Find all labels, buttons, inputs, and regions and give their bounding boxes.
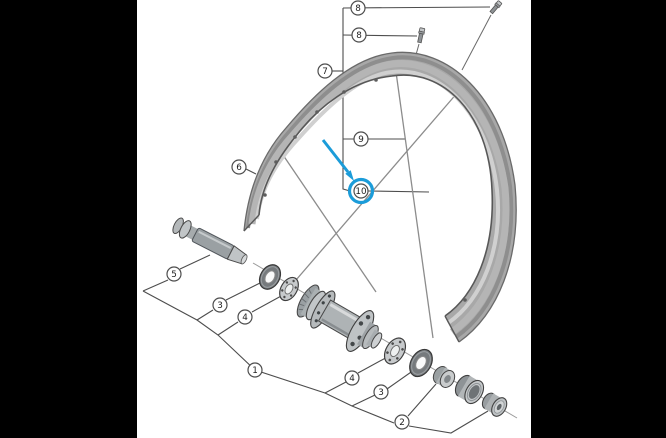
hub-shell	[296, 284, 383, 352]
rim-inner-edge	[258, 74, 494, 317]
rim-shade-outer	[246, 55, 514, 339]
callout-4-left: 4	[237, 309, 253, 325]
spoke-3	[280, 151, 377, 293]
cartridge-bearing-left	[279, 276, 299, 302]
highlight-ring	[347, 177, 375, 205]
rim-highlight	[255, 69, 500, 325]
bearing-cup	[454, 374, 485, 405]
leader-3-left	[196, 281, 263, 321]
bearing-balls	[281, 279, 297, 299]
spoke-nipple-b	[417, 27, 426, 44]
black-bar-right	[531, 0, 666, 438]
callout-2: 2	[394, 414, 410, 430]
callout-8b: 8	[351, 27, 367, 43]
spoke-1	[395, 71, 434, 339]
rim	[243, 51, 517, 343]
flange-left-holes	[314, 294, 332, 323]
end-cap	[481, 392, 508, 417]
callout-3-right: 3	[373, 384, 389, 400]
callout-8a-label: 8	[355, 4, 361, 14]
flange-right-holes	[350, 314, 371, 347]
leader-3-right	[351, 369, 415, 407]
rim-face	[248, 59, 510, 335]
black-bar-left	[0, 0, 137, 438]
callout-7: 7	[317, 63, 333, 79]
leader-5	[179, 254, 211, 270]
callout-3-right-label: 3	[378, 388, 384, 398]
callout-8a: 8	[350, 0, 366, 16]
front-axle	[172, 217, 248, 265]
callouts: 8 8 7 9 10 6 5 3	[166, 0, 410, 430]
callout-4-left-label: 4	[242, 313, 248, 323]
callout-10: 10	[353, 183, 369, 199]
leader-8a	[342, 6, 491, 9]
nipple-a-thread-line	[461, 14, 492, 71]
seal-washer-left	[258, 264, 282, 290]
rotor-mount-splines	[298, 288, 312, 311]
spoke-nipple-a	[489, 0, 503, 15]
rim-end-cuts	[243, 214, 460, 343]
callout-1: 1	[247, 362, 263, 378]
callout-6: 6	[231, 159, 247, 175]
bearing-balls	[386, 340, 404, 362]
callout-3-left: 3	[212, 297, 228, 313]
callout-3-left-label: 3	[217, 301, 223, 311]
callout-5-label: 5	[171, 270, 177, 280]
callout-7-label: 7	[322, 67, 328, 77]
leader-6	[245, 168, 257, 175]
leader-10	[367, 190, 430, 193]
callout-4-right: 4	[344, 370, 360, 386]
seal-washer-right	[409, 348, 433, 378]
highlight-item-10	[321, 139, 375, 205]
rim-outer-edge	[243, 51, 517, 343]
callout-2-label: 2	[399, 418, 405, 428]
highlight-arrow-shaft	[321, 139, 350, 173]
callout-10-label: 10	[355, 187, 367, 197]
cartridge-bearing-right	[383, 337, 407, 365]
leader-5-bracket	[142, 279, 169, 292]
leader-4-left	[217, 294, 284, 336]
callout-9-label: 9	[358, 135, 364, 145]
callout-9: 9	[353, 131, 369, 147]
leader-2-bracket	[407, 383, 489, 434]
highlight-arrow-head	[345, 170, 354, 181]
callout-8b-label: 8	[356, 31, 362, 41]
callout-4-right-label: 4	[349, 374, 355, 384]
callout-6-label: 6	[236, 163, 242, 173]
callout-rail	[342, 8, 351, 192]
cone-spacer	[432, 366, 456, 388]
rim-spoke-holes	[263, 78, 467, 302]
callout-1-label: 1	[252, 366, 258, 376]
callout-5: 5	[166, 266, 182, 282]
